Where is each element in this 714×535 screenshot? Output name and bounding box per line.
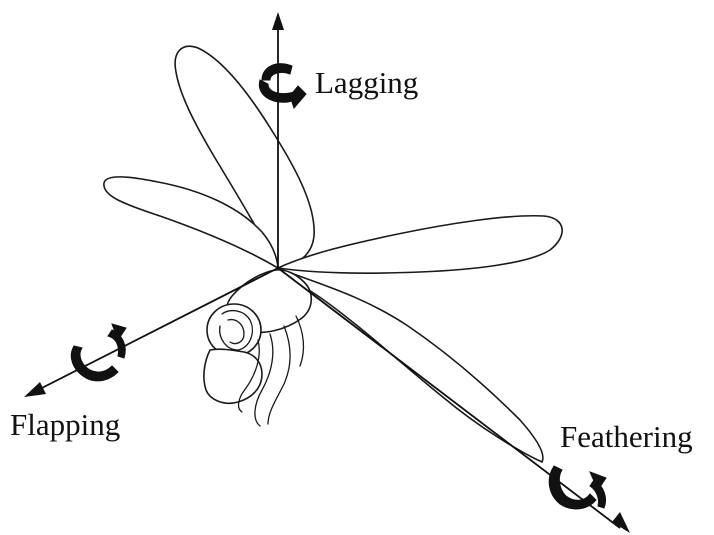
lagging-rotation-arrow-icon — [259, 64, 306, 108]
wing-right — [278, 216, 562, 273]
feathering-axis-line — [278, 268, 620, 528]
feathering-rotation-arrow-icon — [549, 466, 606, 509]
lagging-axis-arrowhead — [272, 12, 284, 30]
lagging-label: Lagging — [315, 67, 418, 98]
flapping-rotation-arrow-icon — [71, 324, 126, 381]
flapping-label: Flapping — [10, 409, 120, 440]
feathering-label: Feathering — [560, 421, 693, 452]
leg-4 — [296, 316, 303, 366]
wings — [104, 46, 562, 462]
flapping-axis-arrowhead — [24, 382, 46, 397]
insect-body — [204, 270, 311, 426]
feathering-axis-arrowhead — [612, 512, 630, 533]
